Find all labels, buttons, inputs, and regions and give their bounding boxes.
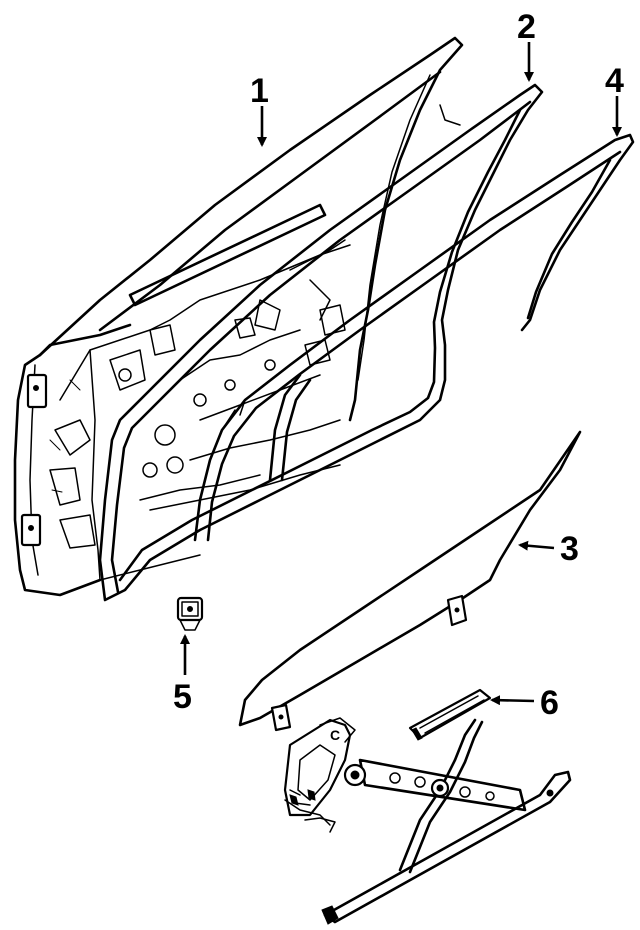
callout-3-label: 3 (560, 530, 579, 568)
callout-4-label: 4 (605, 62, 624, 100)
callout-1: 1 (250, 72, 269, 147)
callout-2: 2 (517, 8, 536, 82)
callout-6-label: 6 (540, 684, 559, 722)
callout-1-label: 1 (250, 72, 269, 110)
callout-4: 4 (605, 62, 624, 137)
callout-2-label: 2 (517, 8, 536, 46)
door-weatherstrip (98, 83, 544, 602)
callout-3: 3 (518, 530, 579, 568)
callout-6: 6 (490, 684, 559, 722)
callout-5-label: 5 (173, 678, 192, 716)
svg-text:C: C (330, 727, 340, 743)
clip (176, 596, 204, 631)
callout-5: 5 (173, 634, 192, 716)
door-shell (13, 36, 464, 597)
window-regulator: C (283, 717, 572, 925)
lift-channel (408, 688, 492, 741)
door-glass (238, 430, 582, 732)
glass-run-channel (193, 133, 635, 542)
